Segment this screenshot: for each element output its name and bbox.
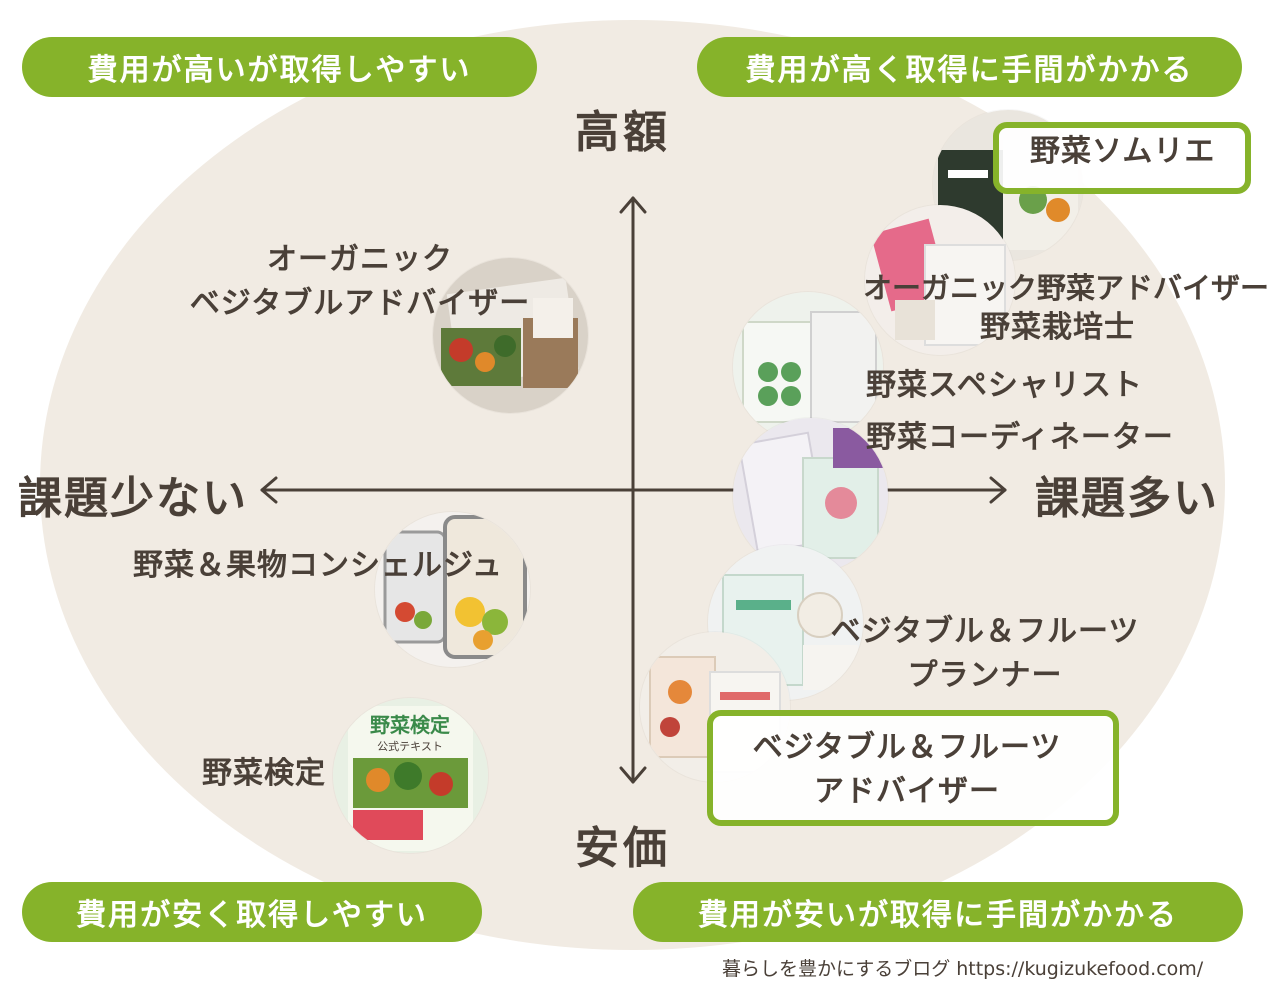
label-organic-veg-adviser: オーガニック野菜アドバイザー	[863, 271, 1270, 305]
axis-label-left: 課題少ない	[18, 473, 248, 524]
label-organic-vegetable-advisor: オーガニック ベジタブルアドバイザー	[180, 238, 540, 326]
label-vegetable-fruit-concierge: 野菜＆果物コンシェルジュ	[133, 548, 503, 583]
axis-label-bottom: 安価	[575, 823, 671, 874]
quadrant-top-left-pill: 費用が高いが取得しやすい	[22, 37, 537, 97]
highlight-box-vf-advisor	[707, 710, 1119, 826]
arrow-up-icon	[619, 196, 647, 214]
arrow-right-icon	[989, 476, 1007, 504]
axis-label-right: 課題多い	[1035, 473, 1219, 524]
book-cover-title: 野菜検定	[370, 713, 450, 737]
quadrant-top-right-pill: 費用が高く取得に手間がかかる	[697, 37, 1242, 97]
label-organic-vegetable-advisor-line2: ベジタブルアドバイザー	[189, 286, 531, 321]
photo-circle-organic-veg-adviser	[865, 205, 1015, 355]
credit-text: 暮らしを豊かにするブログ https://kugizukefood.com/	[722, 958, 1204, 980]
arrow-left-icon	[260, 476, 278, 504]
book-cover-subtitle: 公式テキスト	[377, 740, 443, 753]
label-vegetable-coordinator: 野菜コーディネーター	[866, 420, 1174, 455]
photo-circle-vegetable-kentei-book: 野菜検定 公式テキスト	[333, 698, 488, 853]
axis-label-top: 高額	[575, 107, 671, 158]
label-vf-advisor-line1: ベジタブル＆フルーツ	[752, 730, 1062, 765]
label-vegetable-kentei: 野菜検定	[202, 756, 326, 791]
label-organic-vegetable-advisor-line1: オーガニック	[267, 242, 453, 277]
photo-circle-vegetable-fruit-concierge	[375, 512, 530, 667]
label-vf-advisor: ベジタブル＆フルーツ アドバイザー	[722, 726, 1092, 814]
label-vf-planner-line2: プランナー	[907, 658, 1063, 693]
label-vegetable-specialist: 野菜スペシャリスト	[866, 368, 1143, 403]
photo-circle-vegetable-specialist	[733, 292, 883, 442]
quadrant-bottom-left-pill: 費用が安く取得しやすい	[22, 882, 482, 942]
label-vegetable-cultivator: 野菜栽培士	[980, 310, 1135, 345]
label-vegetable-sommelier: 野菜ソムリエ	[1030, 134, 1216, 169]
label-vf-planner: ベジタブル＆フルーツ プランナー	[810, 610, 1160, 698]
quadrant-bottom-right-pill: 費用が安いが取得に手間がかかる	[633, 882, 1243, 942]
label-vf-advisor-line2: アドバイザー	[814, 774, 1000, 809]
photo-circle-organic-vegetable-advisor	[433, 258, 588, 413]
label-vf-planner-line1: ベジタブル＆フルーツ	[830, 614, 1140, 649]
arrow-down-icon	[619, 766, 647, 784]
highlight-box-vegetable-sommelier	[993, 122, 1251, 194]
photo-circle-vegetable-coordinator	[733, 418, 888, 573]
